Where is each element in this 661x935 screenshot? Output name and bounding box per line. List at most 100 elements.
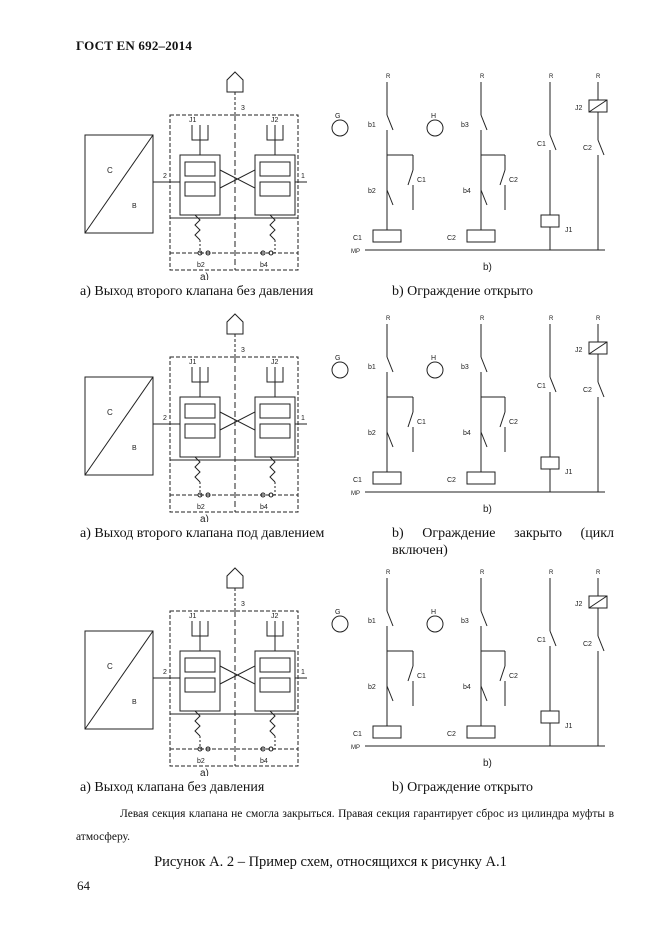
sub-label-b: b) <box>483 262 492 273</box>
label-b: B <box>132 203 137 210</box>
label-num3: 3 <box>241 601 245 608</box>
relay-coil-j1 <box>540 214 560 228</box>
label-b4: b4 <box>260 504 268 511</box>
label-c: C <box>107 408 113 417</box>
label-j1: J1 <box>189 613 197 620</box>
label-g: G <box>335 355 340 362</box>
relay-coil-c2 <box>466 229 496 243</box>
label-c2: C2 <box>583 387 592 394</box>
figure-title: Рисунок А. 2 – Пример схем, относящихся … <box>154 854 507 870</box>
page-number: 64 <box>77 878 90 893</box>
diagram-3: C B 3 J1 J2 <box>75 566 620 776</box>
schematic-figure: C B 3 J1 J2 <box>84 71 608 280</box>
label-b4: b4 <box>260 262 268 269</box>
label-h: H <box>431 113 436 120</box>
valve-frame <box>169 610 299 767</box>
cam-h-icon <box>426 361 444 379</box>
silencer-symbol <box>226 313 244 335</box>
cam-g-icon <box>331 615 349 633</box>
label-r: R <box>386 316 391 322</box>
cam-g-icon <box>331 119 349 137</box>
label-num2: 2 <box>163 669 167 676</box>
label-j1: J1 <box>565 227 573 234</box>
valve-j2: J2 <box>254 613 296 737</box>
caption-a-1: a) Выход второго клапана без давления <box>80 284 314 299</box>
relay-coil-c2 <box>466 725 496 739</box>
label-num1: 1 <box>301 173 305 180</box>
valve-frame <box>169 114 299 271</box>
clutch-cylinder-box <box>84 376 154 476</box>
label-num3: 3 <box>241 347 245 354</box>
electrical-scheme: R G b1 b2 C1 C1 R H b3 b4 C2 C2 R <box>331 570 608 769</box>
clutch-cylinder-box <box>84 630 154 730</box>
label-c2: C2 <box>447 235 456 242</box>
label-b3: b3 <box>461 618 469 625</box>
label-b3: b3 <box>461 364 469 371</box>
label-c1: C1 <box>417 673 426 680</box>
label-c2: C2 <box>447 477 456 484</box>
label-r: R <box>596 316 601 322</box>
label-j2: J2 <box>271 613 279 620</box>
valve-frame <box>169 356 299 513</box>
valve-j1: J1 <box>179 613 221 737</box>
sub-label-a: a) <box>200 768 209 776</box>
label-b2: b2 <box>368 430 376 437</box>
valve-j1: J1 <box>179 359 221 483</box>
label-b2: b2 <box>368 684 376 691</box>
label-b2: b2 <box>197 262 205 269</box>
label-j2: J2 <box>575 601 583 608</box>
sub-label-a: a) <box>200 272 209 280</box>
silencer-symbol <box>226 567 244 589</box>
label-g: G <box>335 609 340 616</box>
label-b1: b1 <box>368 618 376 625</box>
label-c2: C2 <box>583 641 592 648</box>
label-c: C <box>107 662 113 671</box>
label-num1: 1 <box>301 415 305 422</box>
label-mp: MP <box>351 249 360 255</box>
caption-b-3: b) Ограждение открыто <box>392 780 534 795</box>
caption-a-2: a) Выход второго клапана под давлением <box>80 526 325 541</box>
label-num3: 3 <box>241 105 245 112</box>
label-b4: b4 <box>463 430 471 437</box>
label-h: H <box>431 609 436 616</box>
pneumatic-scheme: C B 3 J1 J2 <box>84 71 307 280</box>
label-b2: b2 <box>368 188 376 195</box>
cam-h-icon <box>426 615 444 633</box>
label-j1: J1 <box>189 117 197 124</box>
cam-h-icon <box>426 119 444 137</box>
label-c1: C1 <box>353 477 362 484</box>
label-j2: J2 <box>271 359 279 366</box>
relay-coil-j1 <box>540 710 560 724</box>
label-g: G <box>335 113 340 120</box>
label-num2: 2 <box>163 173 167 180</box>
label-num1: 1 <box>301 669 305 676</box>
cam-g-icon <box>331 361 349 379</box>
label-c1: C1 <box>537 383 546 390</box>
label-mp: MP <box>351 491 360 497</box>
sub-label-b: b) <box>483 758 492 769</box>
caption-b-1: b) Ограждение открыто <box>392 284 534 299</box>
label-r: R <box>480 74 485 80</box>
label-c1: C1 <box>537 637 546 644</box>
label-b4: b4 <box>463 188 471 195</box>
label-r: R <box>386 74 391 80</box>
electrical-scheme: R G b1 b2 C1 C1 R H b3 b4 C2 C2 R <box>331 316 608 515</box>
label-b4: b4 <box>463 684 471 691</box>
label-r: R <box>596 570 601 576</box>
label-r: R <box>549 570 554 576</box>
label-num2: 2 <box>163 415 167 422</box>
label-b1: b1 <box>368 122 376 129</box>
label-r: R <box>549 316 554 322</box>
label-c1: C1 <box>417 177 426 184</box>
label-c2: C2 <box>447 731 456 738</box>
valve-j2: J2 <box>254 359 296 483</box>
caption-b-2-cont: включен) <box>392 543 448 558</box>
label-c2: C2 <box>509 177 518 184</box>
label-r: R <box>480 570 485 576</box>
label-r: R <box>386 570 391 576</box>
valve-j1: J1 <box>179 117 221 241</box>
schematic-figure: C B 3 J1 J2 <box>84 313 608 522</box>
electrical-scheme: R G b1 b2 C1 C1 R H b3 b4 C2 C2 R <box>331 74 608 273</box>
relay-coil-c2 <box>466 471 496 485</box>
label-b3: b3 <box>461 122 469 129</box>
